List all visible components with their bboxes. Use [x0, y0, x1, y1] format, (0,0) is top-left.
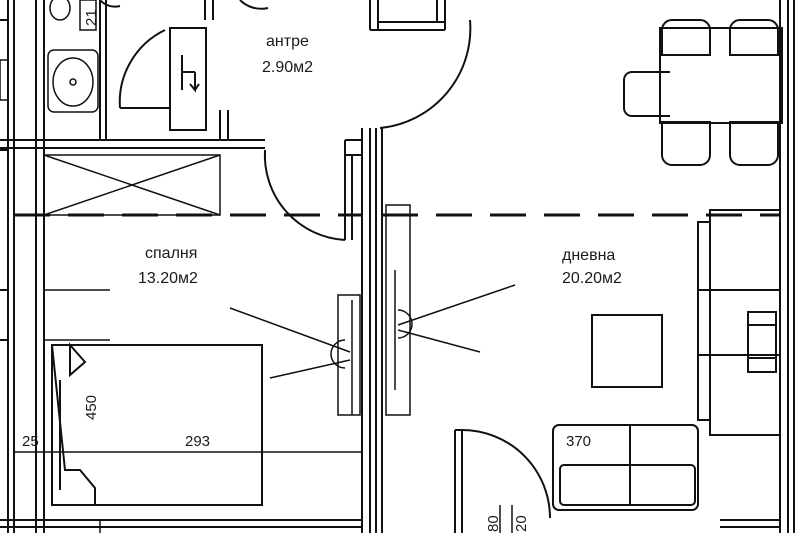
wall-details	[99, 505, 513, 533]
beam-lines	[14, 213, 780, 453]
wardrobe	[43, 154, 221, 341]
top-left-dimension: 21	[83, 9, 100, 26]
armchair	[552, 424, 699, 511]
dining-table	[623, 19, 783, 166]
bottom-b-dimension: 20	[513, 515, 530, 532]
bed-depth-dimension: 450	[83, 395, 100, 420]
entry-room-name: антре	[266, 33, 309, 50]
living-room-area: 20.20м2	[562, 270, 622, 287]
entry-room-area: 2.90м2	[262, 59, 313, 76]
doors	[99, 0, 551, 519]
electrical-panel	[169, 27, 207, 131]
living-width-dimension: 370	[566, 433, 591, 450]
tv-units	[229, 204, 516, 416]
bed	[51, 342, 263, 506]
bedroom-room-name: спалня	[145, 245, 197, 262]
living-room-name: дневна	[562, 247, 615, 264]
left-small-dimension: 25	[22, 433, 39, 450]
sofa	[591, 209, 781, 436]
bedroom-width-dimension: 293	[185, 433, 210, 450]
bedroom-room-area: 13.20м2	[138, 270, 198, 287]
bottom-a-dimension: 80	[485, 515, 502, 532]
bathroom-fixtures	[0, 0, 99, 113]
